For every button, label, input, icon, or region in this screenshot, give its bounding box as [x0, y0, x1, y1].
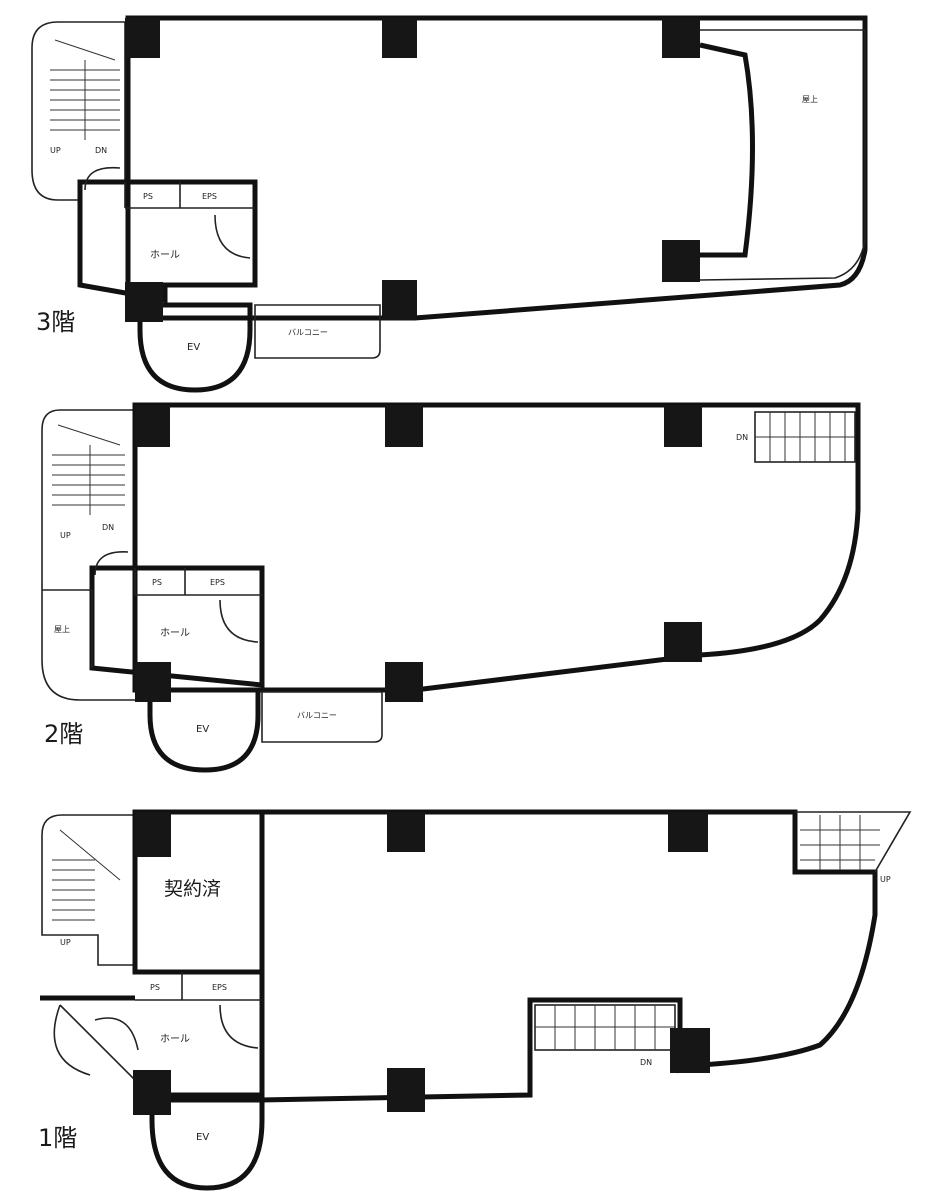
floor-3-ps-label: PS [143, 192, 153, 201]
floor-2-plan: UP DN DN PS EPS ホール 屋上 EV バルコニー 2階 [41, 402, 861, 773]
floor-2-roof-label: 屋上 [54, 625, 70, 634]
floor-3-hall-label: ホール [150, 249, 180, 261]
floor-1-label: 1階 [38, 1124, 77, 1152]
floor-1-ev-label: EV [196, 1132, 209, 1143]
floor-2-ev-outline [147, 687, 261, 773]
floor-2-stair-outline [41, 409, 135, 701]
floor-3-balcony-outline [254, 304, 381, 359]
floor-1-entrance-door-right [94, 1017, 139, 1051]
floor-2-stair-door [94, 551, 129, 576]
floor-3-roof-outline [699, 29, 866, 281]
floor-1-column [387, 1068, 425, 1112]
floor-2-core-outline [89, 565, 265, 688]
floor-3-stair-up-label: UP [50, 146, 61, 155]
floor-1-hall-label: ホール [160, 1033, 190, 1045]
floor-3-column [662, 18, 700, 58]
floor-1-stair-dn-label: DN [640, 1058, 652, 1067]
floor-2-eps-label: EPS [210, 578, 225, 587]
floor-2-ev-label: EV [196, 724, 209, 735]
floor-2-column [135, 405, 170, 447]
floor-2-roof-outline [42, 589, 93, 668]
floor-2-office-outline [132, 402, 861, 693]
floor-3-column [382, 18, 417, 58]
floor-2-label: 2階 [44, 720, 83, 748]
floor-3-stair-outline [31, 21, 126, 201]
floor-1-ev-outline [149, 1092, 265, 1191]
floor-1-entrance-door-left [53, 1004, 136, 1081]
floor-2-column [385, 662, 423, 702]
floor-3-column [125, 282, 163, 322]
floor-2-column [664, 622, 702, 662]
floor-3-balcony-label: バルコニー [288, 328, 328, 337]
floor-2-stair-up-label: UP [60, 531, 71, 540]
floor-3-plan: UP DN PS EPS ホール EV バルコニー 屋上 3階 [31, 15, 868, 393]
floor-1-stair-outline [41, 814, 135, 966]
floor-3-column [125, 18, 160, 58]
floor-2-stair-dn-label: DN [102, 523, 114, 532]
floor-3-stair-door [84, 166, 121, 191]
floor-3-label: 3階 [36, 308, 75, 336]
floor-3-ev-outline [137, 302, 253, 393]
floor-2-balcony-label: バルコニー [297, 711, 337, 720]
floor-2-column [385, 405, 423, 447]
floor-3-core-outline [77, 179, 258, 303]
floor-3-hall-door [214, 214, 251, 259]
floor-3-column [382, 280, 417, 320]
floor-1-office-outline [135, 809, 878, 1103]
floor-3-roof-label: 屋上 [802, 95, 818, 104]
floor-1-stair-treads [52, 829, 121, 921]
floor-2-hall-label: ホール [160, 627, 190, 639]
floor-1-column [668, 812, 708, 852]
floor-1-plan: 契約済 PS EPS ホール EV UP UP DN 1階 [38, 809, 912, 1191]
floor-1-column [670, 1028, 710, 1073]
floor-1-stair-up-right-label: UP [880, 875, 891, 884]
floor-1-column [133, 1070, 171, 1115]
floor-1-hall-door [219, 1004, 259, 1049]
floor-2-balcony-outline [261, 691, 383, 743]
floor-2-right-stair-dn-label: DN [736, 433, 748, 442]
floor-3-column [662, 240, 700, 282]
floor-3-eps-label: EPS [202, 192, 217, 201]
floor-2-stair-treads [52, 424, 125, 515]
floor-1-ps-label: PS [150, 983, 160, 992]
floor-3-stair-dn-label: DN [95, 146, 107, 155]
floor-3-ev-label: EV [187, 342, 200, 353]
floor-2-ps-label: PS [152, 578, 162, 587]
floor-1-contracted-label: 契約済 [164, 878, 221, 900]
floor-2-hall-door [219, 599, 259, 643]
floor-1-eps-label: EPS [212, 983, 227, 992]
floor-1-right-stair [795, 811, 912, 873]
floor-2-column [135, 662, 171, 702]
floor-1-stair-up-left-label: UP [60, 938, 71, 947]
floor-3-stair-treads [50, 39, 120, 140]
floor-2-column [664, 405, 702, 447]
floor-3-roof-wall [699, 42, 755, 258]
floor-3-office-outline [125, 15, 868, 321]
floor-1-column [387, 812, 425, 852]
floor-1-column [135, 812, 171, 857]
